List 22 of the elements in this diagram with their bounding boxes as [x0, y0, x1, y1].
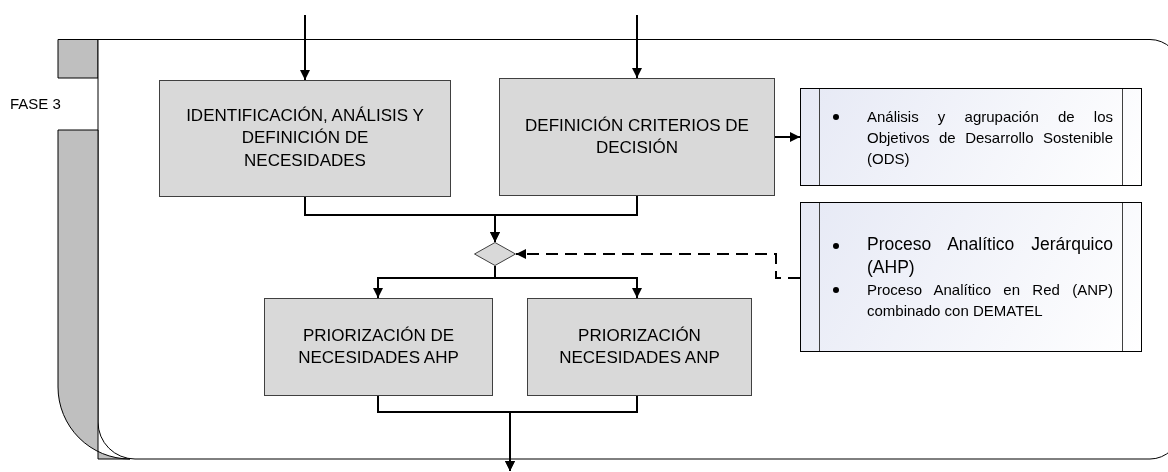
arrow [774, 132, 801, 142]
arrow [505, 395, 638, 472]
arrow [494, 265, 642, 299]
bullet-text: Análisis y agrupación de los Objetivos de Desarrollo Sostenible (ODS) [867, 107, 1113, 167]
note-box [800, 88, 1142, 186]
phase-label: FASE 3 [10, 95, 61, 112]
dashed-arrow [515, 249, 801, 279]
process-box [499, 78, 775, 196]
box-label: PRIORIZACIÓN NECESIDADES ANP [558, 324, 721, 369]
box-label: PRIORIZACIÓN DE NECESIDADES AHP [297, 324, 460, 369]
arrow [490, 195, 638, 243]
note-box [800, 202, 1142, 352]
process-box [527, 298, 752, 396]
decision-diamond [474, 242, 516, 266]
arrow [300, 14, 310, 81]
bullet-text: Proceso Analítico Jerárquico (AHP) [867, 234, 1113, 277]
process-box [159, 80, 451, 197]
bullet-text: Proceso Analítico en Red (ANP) combinado con DEMATEL [867, 280, 1113, 319]
box-label: IDENTIFICACIÓN, ANÁLISIS Y DEFINICIÓN DE NECESIDADES [185, 105, 425, 172]
arrow [632, 14, 642, 79]
process-box [264, 298, 493, 396]
box-label: DEFINICIÓN CRITERIOS DE DECISIÓN [524, 114, 750, 159]
